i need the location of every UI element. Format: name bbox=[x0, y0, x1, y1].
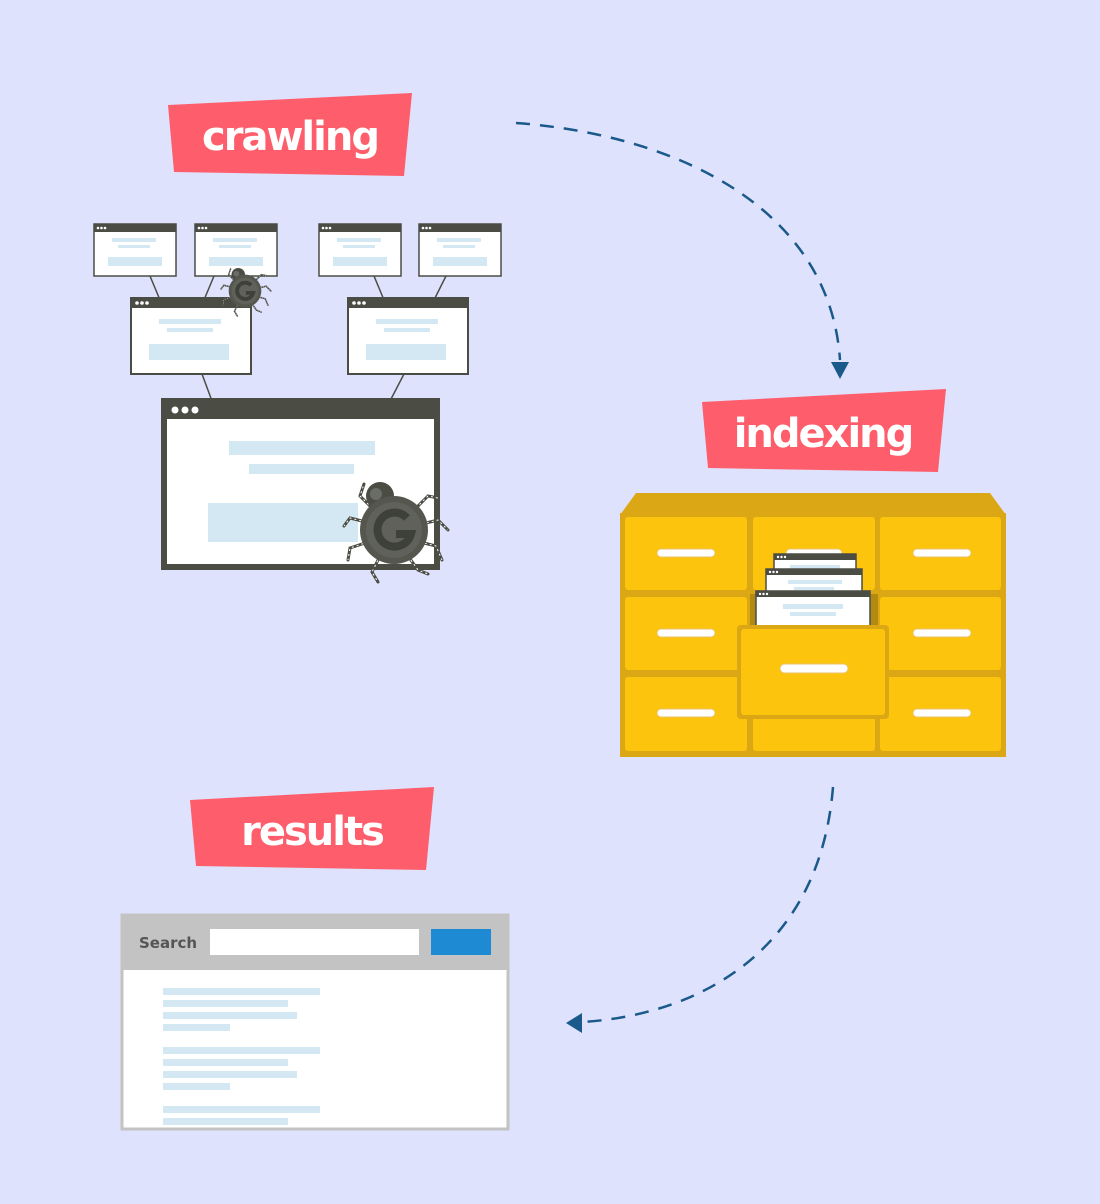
crawling-label: crawling bbox=[168, 93, 412, 176]
browser-window-icon bbox=[418, 223, 502, 277]
result-list bbox=[163, 988, 320, 1125]
arrow-crawling-to-indexing bbox=[515, 121, 849, 379]
search-button[interactable] bbox=[431, 929, 491, 955]
result-item[interactable] bbox=[163, 988, 320, 1031]
search-input[interactable] bbox=[210, 929, 419, 955]
results-label-text: results bbox=[241, 809, 383, 855]
indexing-label: indexing bbox=[702, 389, 946, 472]
crawl-graph bbox=[93, 223, 502, 582]
search-label: Search bbox=[139, 934, 197, 952]
indexing-label-text: indexing bbox=[734, 411, 913, 457]
file-cabinet-icon bbox=[620, 493, 1006, 757]
crawling-label-text: crawling bbox=[202, 114, 378, 160]
arrow-indexing-to-results bbox=[566, 786, 835, 1033]
arrow-head-icon bbox=[831, 362, 849, 379]
browser-window-icon bbox=[194, 223, 278, 277]
result-item[interactable] bbox=[163, 1106, 320, 1125]
browser-window-icon bbox=[347, 297, 469, 375]
result-item[interactable] bbox=[163, 1047, 320, 1090]
results-label: results bbox=[190, 787, 434, 870]
browser-window-icon bbox=[130, 297, 252, 375]
search-results-window: Search bbox=[120, 913, 510, 1131]
arrow-head-icon bbox=[566, 1013, 582, 1033]
browser-window-icon bbox=[318, 223, 402, 277]
browser-window-icon bbox=[93, 223, 177, 277]
